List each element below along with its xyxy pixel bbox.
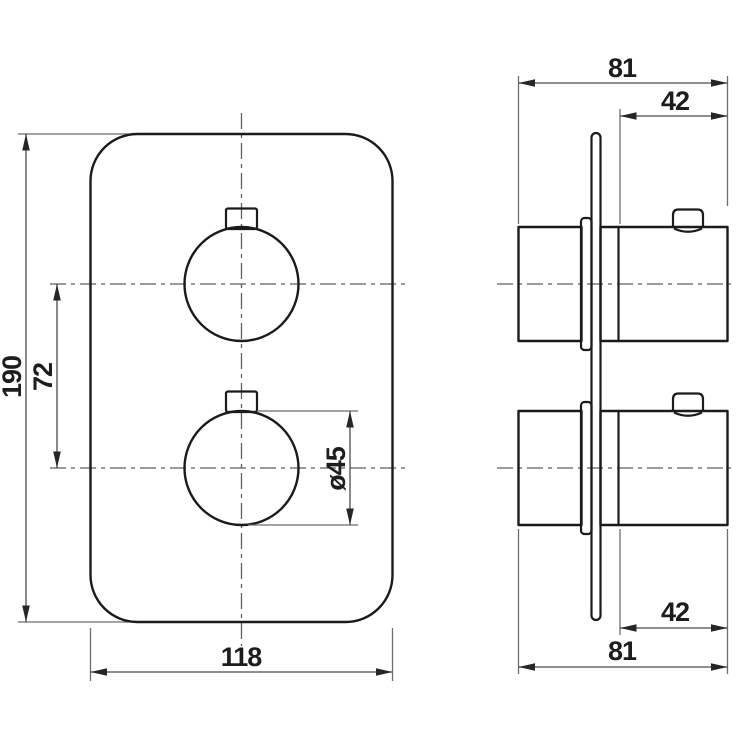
wall-plate-side [590,131,602,622]
dim-label-width: 118 [221,642,263,672]
top-flange-side [579,216,593,352]
top-knob-tab-side [671,208,705,228]
dim-label-top-total-depth: 81 [608,53,637,83]
dim-label-bottom-total-depth: 81 [608,636,637,666]
bottom-flange-side [579,400,593,536]
bottom-knob-side [599,409,729,527]
side-view: 81 42 42 81 [497,53,731,674]
front-view: 190 72 ø45 118 [0,113,410,681]
dim-label-knob-spacing: 72 [28,363,58,391]
top-knob-tab-seat [673,227,703,233]
bottom-knob-front [183,409,300,527]
bottom-knob-tab-side [671,392,705,412]
wall-plate-front [89,132,394,624]
dim-label-height: 190 [0,356,27,398]
top-knob-side [599,225,729,343]
bottom-knob-tab-seat [673,411,703,417]
top-knob-front [183,225,300,343]
top-knob-tab-front [224,207,259,231]
dim-label-top-knob-projection: 42 [661,86,689,116]
dim-label-knob-diameter: ø45 [321,446,351,491]
dim-label-bottom-knob-projection: 42 [661,597,689,627]
